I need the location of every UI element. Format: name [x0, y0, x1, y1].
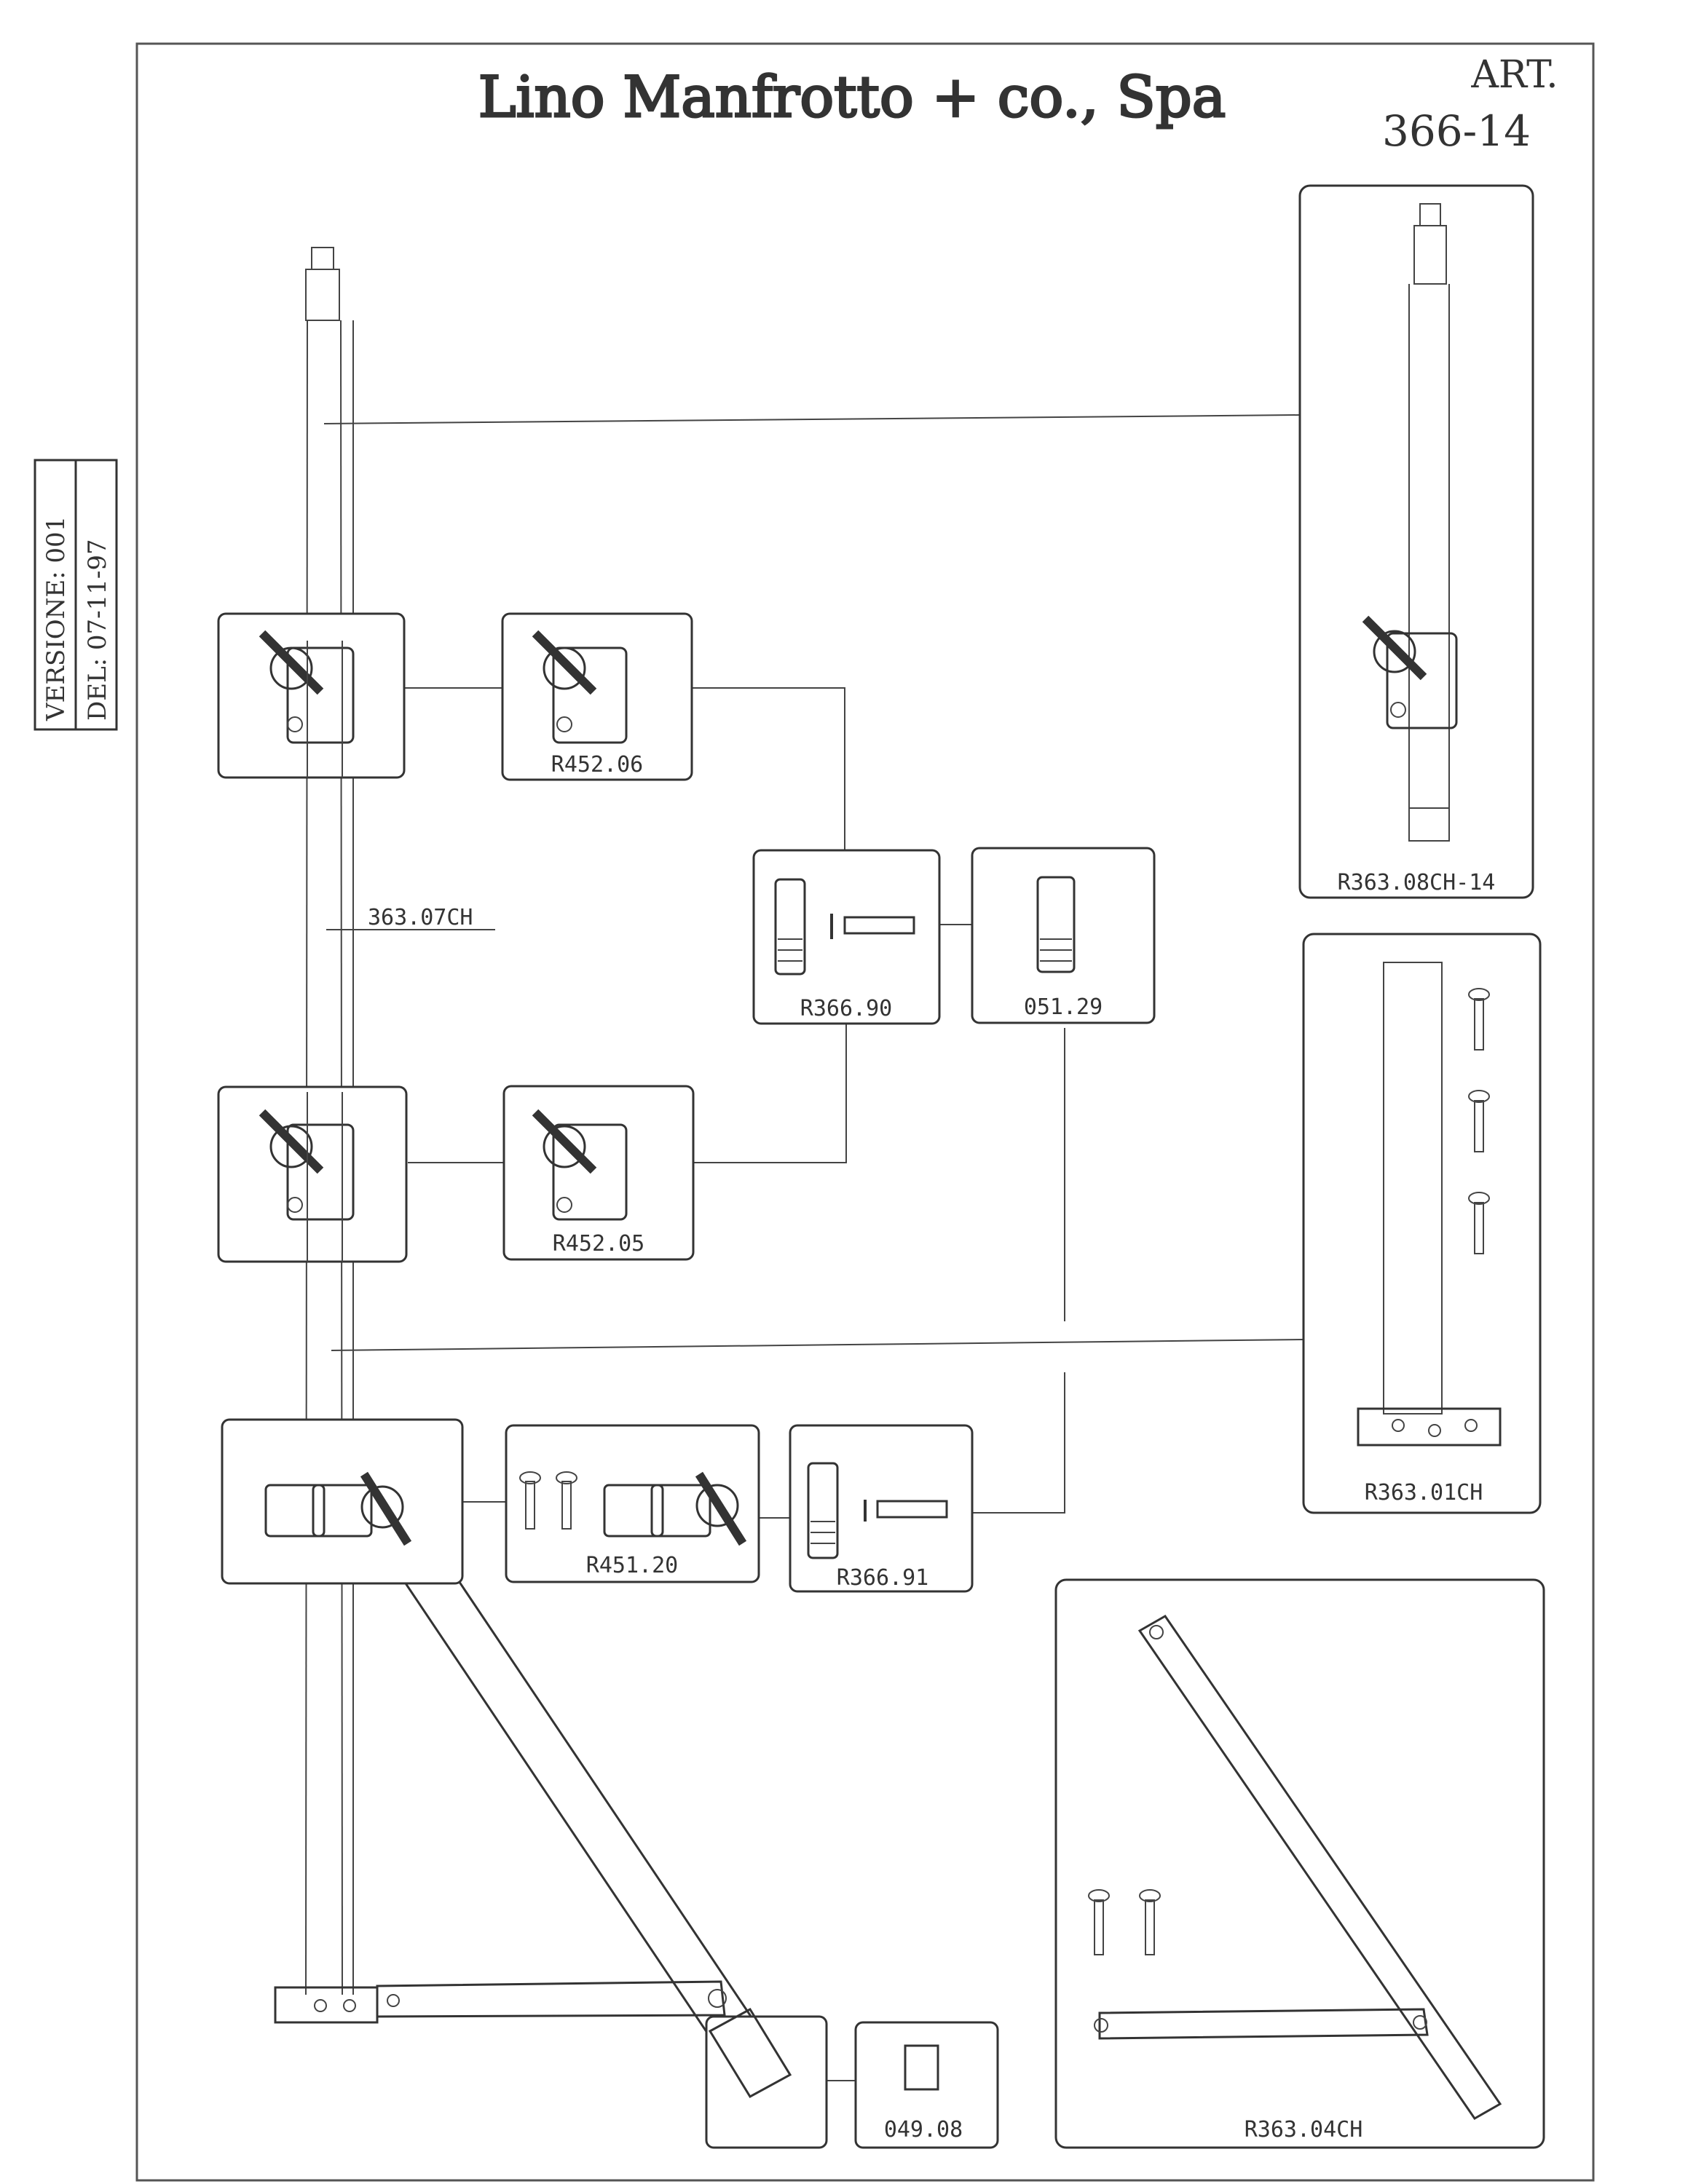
part-r363-01ch: R363.01CH [1302, 933, 1542, 1514]
stand-clamp-middle [217, 1085, 408, 1263]
part-r451-20: R451.20 [505, 1424, 760, 1583]
label-r366-91: R366.91 [837, 1565, 928, 1591]
part-r363-04ch: R363.04CH [1054, 1578, 1545, 2149]
part-r452-06: R452.06 [501, 612, 693, 781]
part-r452-05: R452.05 [502, 1085, 695, 1261]
art-number: 366-14 [1382, 106, 1531, 156]
label-049-08: 049.08 [884, 2117, 963, 2143]
label-r366-90: R366.90 [800, 996, 892, 1021]
version-stamp: VERSIONE: 001 DEL: 07-11-97 [33, 459, 118, 731]
leader-lines [323, 414, 1304, 2081]
drawing-frame [135, 42, 1595, 2182]
leg-tip-detail [705, 2007, 828, 2149]
part-r363-08ch-14: R363.08CH-14 [1298, 184, 1534, 899]
date-text: DEL: 07-11-97 [83, 539, 112, 721]
label-051-29: 051.29 [1024, 994, 1103, 1020]
label-r363-04ch: R363.04CH [1245, 2117, 1363, 2143]
stand-clamp-upper [217, 612, 406, 779]
version-text: VERSIONE: 001 [42, 516, 71, 721]
label-r451-20: R451.20 [586, 1553, 678, 1578]
part-051-29: 051.29 [971, 847, 1156, 1024]
label-363-07ch: 363.07CH [368, 905, 473, 930]
part-r366-91: R366.91 [789, 1424, 974, 1593]
label-r363-08ch-14: R363.08CH-14 [1338, 870, 1496, 895]
stand-clamp-lower [221, 1418, 464, 1585]
art-label: ART. [1470, 53, 1558, 97]
label-r452-05: R452.05 [553, 1231, 644, 1257]
part-r366-90: R366.90 [752, 849, 941, 1025]
company-name: Lino Manfrotto + co., Spa [478, 65, 1226, 130]
label-r363-01ch: R363.01CH [1365, 1480, 1483, 1506]
part-049-08: 049.08 [854, 2021, 999, 2149]
label-r452-06: R452.06 [551, 752, 643, 778]
